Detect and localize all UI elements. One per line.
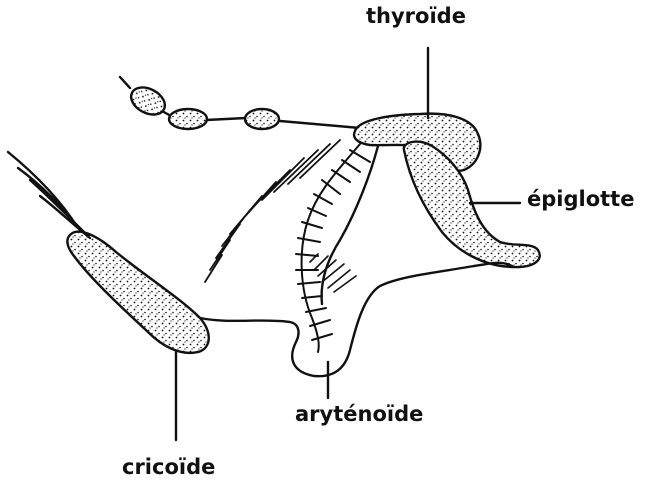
label-arytenoide: aryténoïde (295, 404, 423, 425)
label-epiglotte: épiglotte (527, 189, 634, 210)
fibers (8, 152, 90, 238)
label-cricoide: cricoïde (122, 457, 215, 478)
arytenoid-shading (310, 254, 356, 292)
hatched-band (205, 140, 340, 282)
cricoid-cartilage (67, 232, 208, 353)
larynx-outline (200, 263, 512, 376)
tracheal-nodules (120, 77, 360, 129)
label-thyroide: thyroïde (366, 6, 466, 27)
